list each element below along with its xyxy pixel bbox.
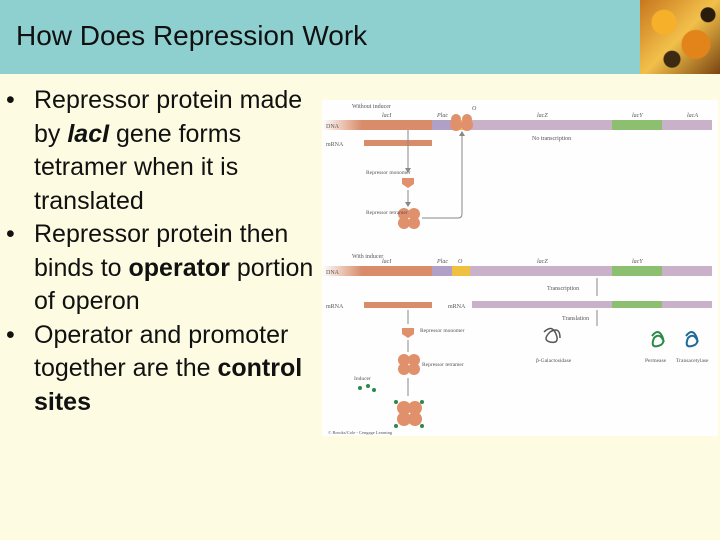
product-label-transacetylase: Transacetylase [676, 358, 709, 364]
inducer-label: Inducer [354, 376, 371, 382]
panel2-dna-arrow [322, 266, 362, 276]
panel2-repressor-monomer [402, 328, 414, 338]
panel1-arrow-back-to-operator [422, 134, 463, 219]
bullet-item: Operator and promoter together are the c… [6, 319, 326, 420]
panel1-lacA-segment [662, 120, 712, 130]
panel2-dna-label: DNA [326, 270, 340, 276]
product-label-permease: Permease [645, 358, 667, 364]
product-label-beta-galactosidase: β-Galactosidase [536, 358, 572, 364]
panel2-gene-plac: Plac [436, 259, 448, 265]
panel2-operator-segment [452, 266, 470, 276]
panel1-arrowhead-tetramer [405, 202, 411, 207]
slide-title: How Does Repression Work [16, 20, 368, 51]
panel1-gene-o: O [472, 106, 477, 112]
beta-galactosidase-icon [543, 327, 561, 344]
panel1-dna-label: DNA [326, 124, 340, 130]
panel1-mrna-label: mRNA [326, 142, 344, 148]
panel2-lacY-segment [612, 266, 662, 276]
panel1-dna-bar [362, 120, 712, 130]
panel2-gene-lacI: lacI [382, 259, 392, 265]
panel2-gene-o: O [458, 259, 463, 265]
panel2-transcription-label: Transcription [547, 286, 579, 292]
panel1-promoter-segment [432, 120, 452, 130]
bullet-item: Repressor protein made by lacI gene form… [6, 84, 326, 218]
panel1-lacI-segment [362, 120, 432, 130]
panel2-repressor-tetramer [398, 354, 420, 375]
panel2-gene-lacZ: lacZ [537, 259, 548, 265]
panel1-gene-lacA: lacA [687, 113, 698, 119]
bullet-list: Repressor protein made by lacI gene form… [6, 84, 326, 419]
panel2-lacI-mrna [364, 302, 432, 308]
panel1-gene-plac: Plac [436, 113, 448, 119]
bullet-text-run: Repressor protein made by [34, 86, 303, 148]
panel1-gene-lacY: lacY [632, 113, 643, 119]
figure-copyright: © Brooks/Cole - Cengage Learning [328, 430, 393, 435]
bullet-text-run: portion of operon [34, 253, 314, 316]
panel2-promoter-segment [432, 266, 452, 276]
inactive-repressor-with-inducer [394, 400, 424, 428]
panel2-lacI-segment [362, 266, 432, 276]
bullet-text-run: Operator and promoter together are the [34, 320, 289, 383]
lac-operon-diagram: Without inducer DNA lacI Plac O lacZ lac… [322, 104, 712, 435]
transacetylase-icon [685, 331, 699, 348]
panel2-translation-label: Translation [562, 316, 589, 322]
panel1-arrowhead-monomer [405, 168, 411, 173]
bullet-text-run: control sites [34, 354, 303, 416]
lac-operon-figure: Without inducer DNA lacI Plac O lacZ lac… [322, 100, 718, 436]
panel2-tetramer-label: Repressor tetramer [422, 362, 464, 368]
bullet-text-run: Repressor protein then binds to [34, 220, 289, 282]
panel2-dna-bar [362, 266, 712, 276]
bullet-text-run: operator [128, 253, 230, 282]
permease-icon [651, 331, 665, 348]
panel1-no-transcription: No transcription [532, 136, 571, 142]
decorative-corner-image [640, 0, 720, 74]
panel1-arrowhead-operator [459, 131, 465, 136]
panel1-gene-lacZ: lacZ [537, 113, 548, 119]
panel1-dna-arrow [322, 120, 362, 130]
panel2-mrna-label: mRNA [326, 304, 344, 310]
panel2-heading: With inducer [352, 254, 383, 260]
panel2-lacY-mrna [612, 301, 662, 308]
bullet-text-run: lacI [67, 119, 110, 148]
panel2-gene-lacY: lacY [632, 259, 643, 265]
panel2-operon-mrna [472, 301, 712, 308]
panel2-mrna-inline: mRNA [448, 304, 466, 310]
panel1-repressor-monomer [402, 178, 414, 188]
panel1-tetramer-label: Repressor tetramer [366, 210, 408, 216]
panel1-lacY-segment [612, 120, 662, 130]
bullet-item: Repressor protein then binds to operator… [6, 218, 326, 319]
panel2-monomer-label: Repressor monomer [420, 328, 465, 334]
panel1-mrna-bar [364, 140, 432, 146]
inducer-molecules-icon [358, 384, 376, 392]
panel1-monomer-label: Repressor monomer [366, 170, 411, 176]
slide-header: How Does Repression Work [0, 0, 720, 74]
bullet-text-run: gene forms tetramer when it is translate… [34, 119, 242, 215]
panel1-repressor-tetramer [398, 208, 420, 229]
panel1-heading: Without inducer [352, 104, 391, 110]
panel1-gene-lacI: lacI [382, 113, 392, 119]
panel1-bound-repressor [450, 114, 473, 131]
